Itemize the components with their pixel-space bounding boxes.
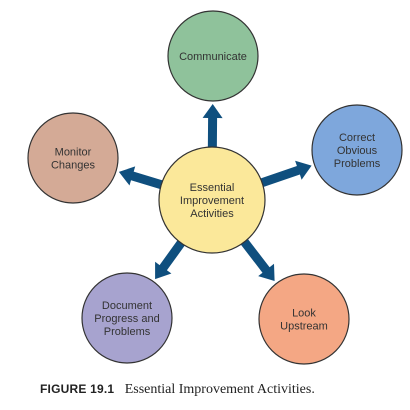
arrows-layer	[118, 104, 312, 281]
node-look-upstream-circle	[258, 273, 350, 365]
arrow-to-correct-obvious-problems	[255, 160, 312, 189]
node-center-circle	[158, 146, 266, 254]
node-communicate-circle	[167, 10, 259, 102]
node-communicate-label: Communicate	[179, 51, 247, 63]
node-monitor-changes-circle	[27, 112, 119, 204]
figure-number: FIGURE 19.1	[40, 382, 115, 396]
node-document-progress-and-problems-circle	[81, 272, 173, 364]
arrow-to-monitor-changes	[118, 166, 169, 191]
node-correct-obvious-problems-circle	[311, 104, 403, 196]
arrow-to-document-progress-and-problems	[155, 235, 189, 280]
figure-title: Essential Improvement Activities.	[124, 382, 315, 397]
node-communicate: Communicate	[167, 10, 259, 102]
arrow-to-look-upstream	[237, 234, 275, 281]
arrow-to-communicate	[202, 104, 223, 153]
figure-caption: FIGURE 19.1 Essential Improvement Activi…	[40, 380, 400, 398]
